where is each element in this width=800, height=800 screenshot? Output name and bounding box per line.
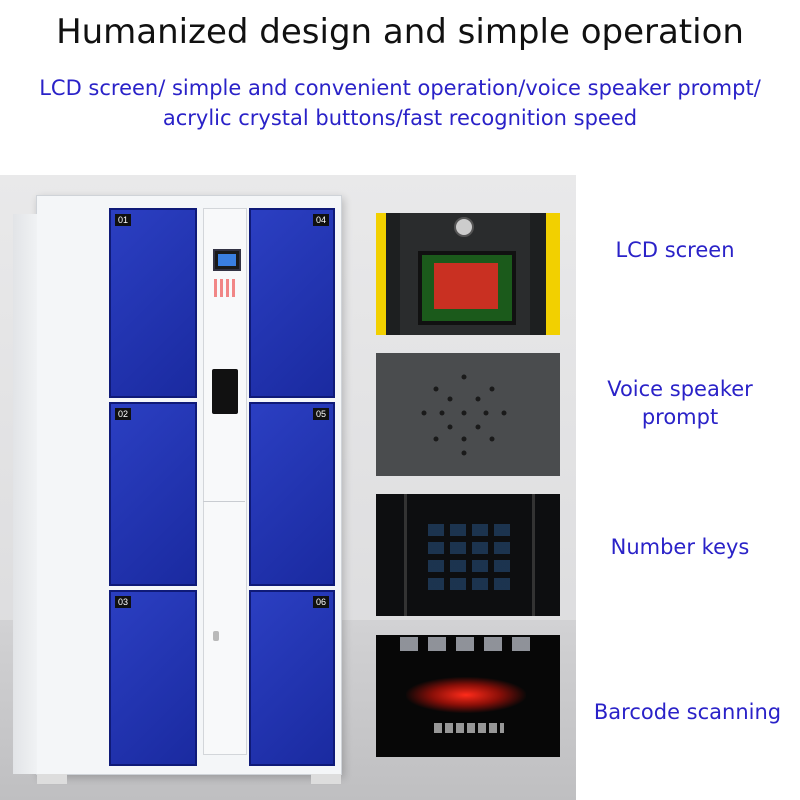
subtitle-line-1: LCD screen/ simple and convenient operat…	[39, 76, 761, 100]
lock-icon	[213, 631, 219, 641]
feature-label-voice: Voice speaker prompt	[580, 377, 780, 429]
feature-label-lcd: LCD screen	[615, 238, 735, 262]
lcd-display	[418, 251, 516, 325]
page-title: Humanized design and simple operation	[56, 12, 744, 52]
keypad-icon	[214, 279, 236, 297]
door-number: 04	[312, 214, 329, 226]
locker-door-04: 04	[249, 208, 335, 398]
speaker-grille-icon	[421, 374, 507, 456]
door-number: 03	[115, 596, 132, 608]
function-keys	[400, 637, 540, 651]
locker-door-06: 06	[249, 590, 335, 766]
locker-foot	[311, 774, 341, 784]
barcode-scanner-closeup	[376, 635, 560, 757]
panel-rail	[532, 494, 535, 616]
door-number: 06	[312, 596, 329, 608]
door-number: 01	[115, 214, 132, 226]
locker-side-panel	[13, 214, 37, 774]
speaker-closeup	[376, 353, 560, 476]
keypad-rows	[428, 522, 512, 590]
locker-door-05: 05	[249, 402, 335, 586]
door-number: 02	[115, 408, 132, 420]
feature-label-number-keys: Number keys	[610, 535, 750, 559]
scanner-icon	[212, 369, 238, 414]
feature-label-voice-line2: prompt	[641, 405, 719, 429]
locker-cabinet: 01 02 03 04 05 06	[13, 195, 342, 784]
lcd-screen-closeup	[376, 213, 560, 335]
feature-label-barcode: Barcode scanning	[593, 700, 782, 724]
locker-door-03: 03	[109, 590, 197, 766]
locker-door-01: 01	[109, 208, 197, 398]
lcd-screen-icon	[213, 249, 241, 271]
control-column	[203, 208, 247, 755]
control-column-cabinet	[203, 501, 245, 754]
frame-edge-right	[546, 213, 560, 335]
lcd-content	[434, 263, 498, 309]
locker-door-02: 02	[109, 402, 197, 586]
feature-label-voice-line1: Voice speaker	[607, 377, 753, 401]
locker-foot	[37, 774, 67, 784]
scanner-light	[406, 677, 526, 713]
panel-rail	[404, 494, 407, 616]
number-keys-closeup	[376, 494, 560, 616]
scanner-caption-glyphs	[434, 723, 504, 733]
frame-edge-left	[376, 213, 386, 335]
lock-knob-icon	[454, 217, 474, 237]
door-number: 05	[312, 408, 329, 420]
subtitle-line-2: acrylic crystal buttons/fast recognition…	[162, 106, 638, 130]
